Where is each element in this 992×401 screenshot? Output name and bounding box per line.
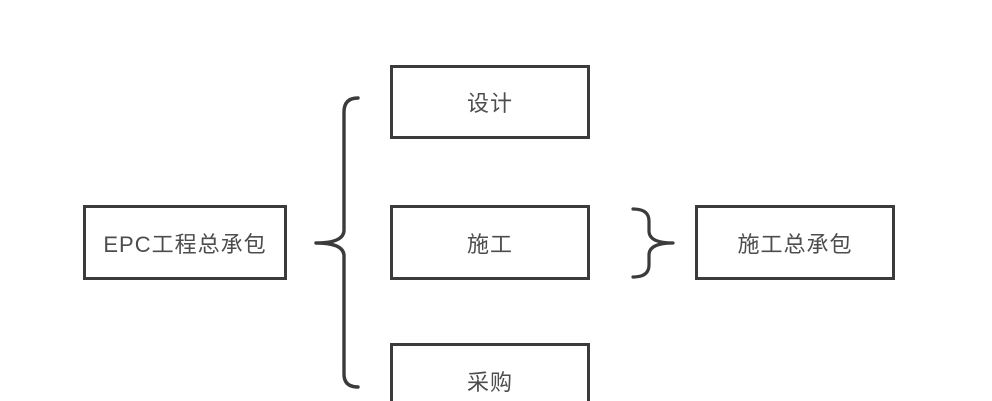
node-construction: 施工 — [390, 205, 590, 280]
node-design-label: 设计 — [466, 91, 513, 116]
node-epc-label: EPC工程总承包 — [103, 231, 267, 257]
node-construction-label: 施工 — [466, 231, 513, 257]
node-epc-general-contracting: EPC工程总承包 — [83, 205, 287, 280]
node-procurement-label: 采购 — [466, 369, 513, 395]
node-construction-gc-label: 施工总承包 — [737, 231, 853, 257]
left-curly-brace — [314, 96, 360, 389]
node-procurement: 采购 — [390, 343, 590, 401]
node-construction-general-contracting: 施工总承包 — [695, 205, 895, 280]
right-curly-brace — [631, 207, 675, 279]
node-design: 设计 — [390, 65, 590, 139]
